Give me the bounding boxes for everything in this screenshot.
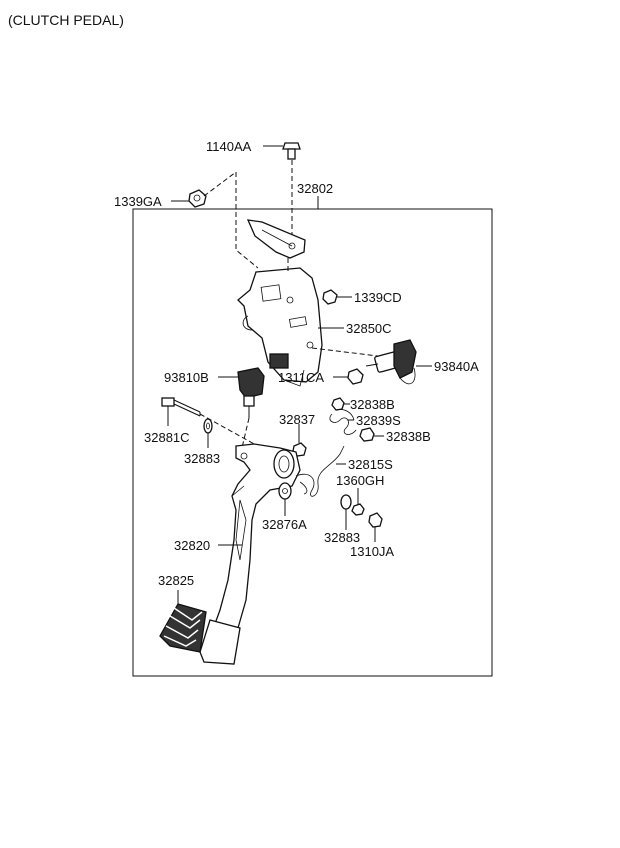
label-32850c: 32850C <box>346 321 392 336</box>
label-32883-right: 32883 <box>324 530 360 545</box>
switch-93840a <box>365 339 417 385</box>
pedal-arm-32820 <box>211 443 301 643</box>
label-1339ga: 1339GA <box>114 194 162 209</box>
label-1311ca: 1311CA <box>278 370 324 385</box>
label-1140aa: 1140AA <box>206 139 252 154</box>
label-32802: 32802 <box>297 181 333 196</box>
label-1310ja: 1310JA <box>350 544 394 559</box>
pedal-pad <box>199 619 241 665</box>
nut-1360gh <box>351 503 365 516</box>
stopper-32838b-lower <box>359 427 375 442</box>
bushing-32883-left <box>203 418 213 434</box>
label-1360gh: 1360GH <box>336 473 384 488</box>
label-32837: 32837 <box>279 412 315 427</box>
label-32839s: 32839S <box>356 413 401 428</box>
label-93810b: 93810B <box>164 370 209 385</box>
nut-1339cd <box>322 289 338 305</box>
pedal-pad-32825 <box>159 603 207 653</box>
spring-32839s <box>329 409 357 435</box>
nut-1311ca <box>347 368 364 385</box>
label-32825: 32825 <box>158 573 194 588</box>
return-spring-32815s <box>295 445 345 497</box>
label-32838b-lower: 32838B <box>386 429 431 444</box>
bracket-upper-32802 <box>246 219 306 259</box>
stopper-32838b-upper <box>331 397 345 411</box>
label-1339cd: 1339CD <box>354 290 402 305</box>
nut-1310ja <box>368 512 383 528</box>
label-32876a: 32876A <box>262 517 307 532</box>
bracket-main-32850c <box>237 267 323 387</box>
label-32820: 32820 <box>174 538 210 553</box>
bushing-32876a <box>278 482 292 500</box>
label-32881c: 32881C <box>144 430 190 445</box>
nut-1339ga <box>188 189 207 208</box>
bolt-1140aa <box>282 142 301 160</box>
label-32883-left: 32883 <box>184 451 220 466</box>
label-32838b-upper: 32838B <box>350 397 395 412</box>
assembly-frame <box>132 208 493 677</box>
diagram-title: (CLUTCH PEDAL) <box>8 12 124 28</box>
label-93840a: 93840A <box>434 359 479 374</box>
bushing-32883-right <box>340 494 352 510</box>
label-32815s: 32815S <box>348 457 393 472</box>
sensor-93810b <box>237 367 265 418</box>
